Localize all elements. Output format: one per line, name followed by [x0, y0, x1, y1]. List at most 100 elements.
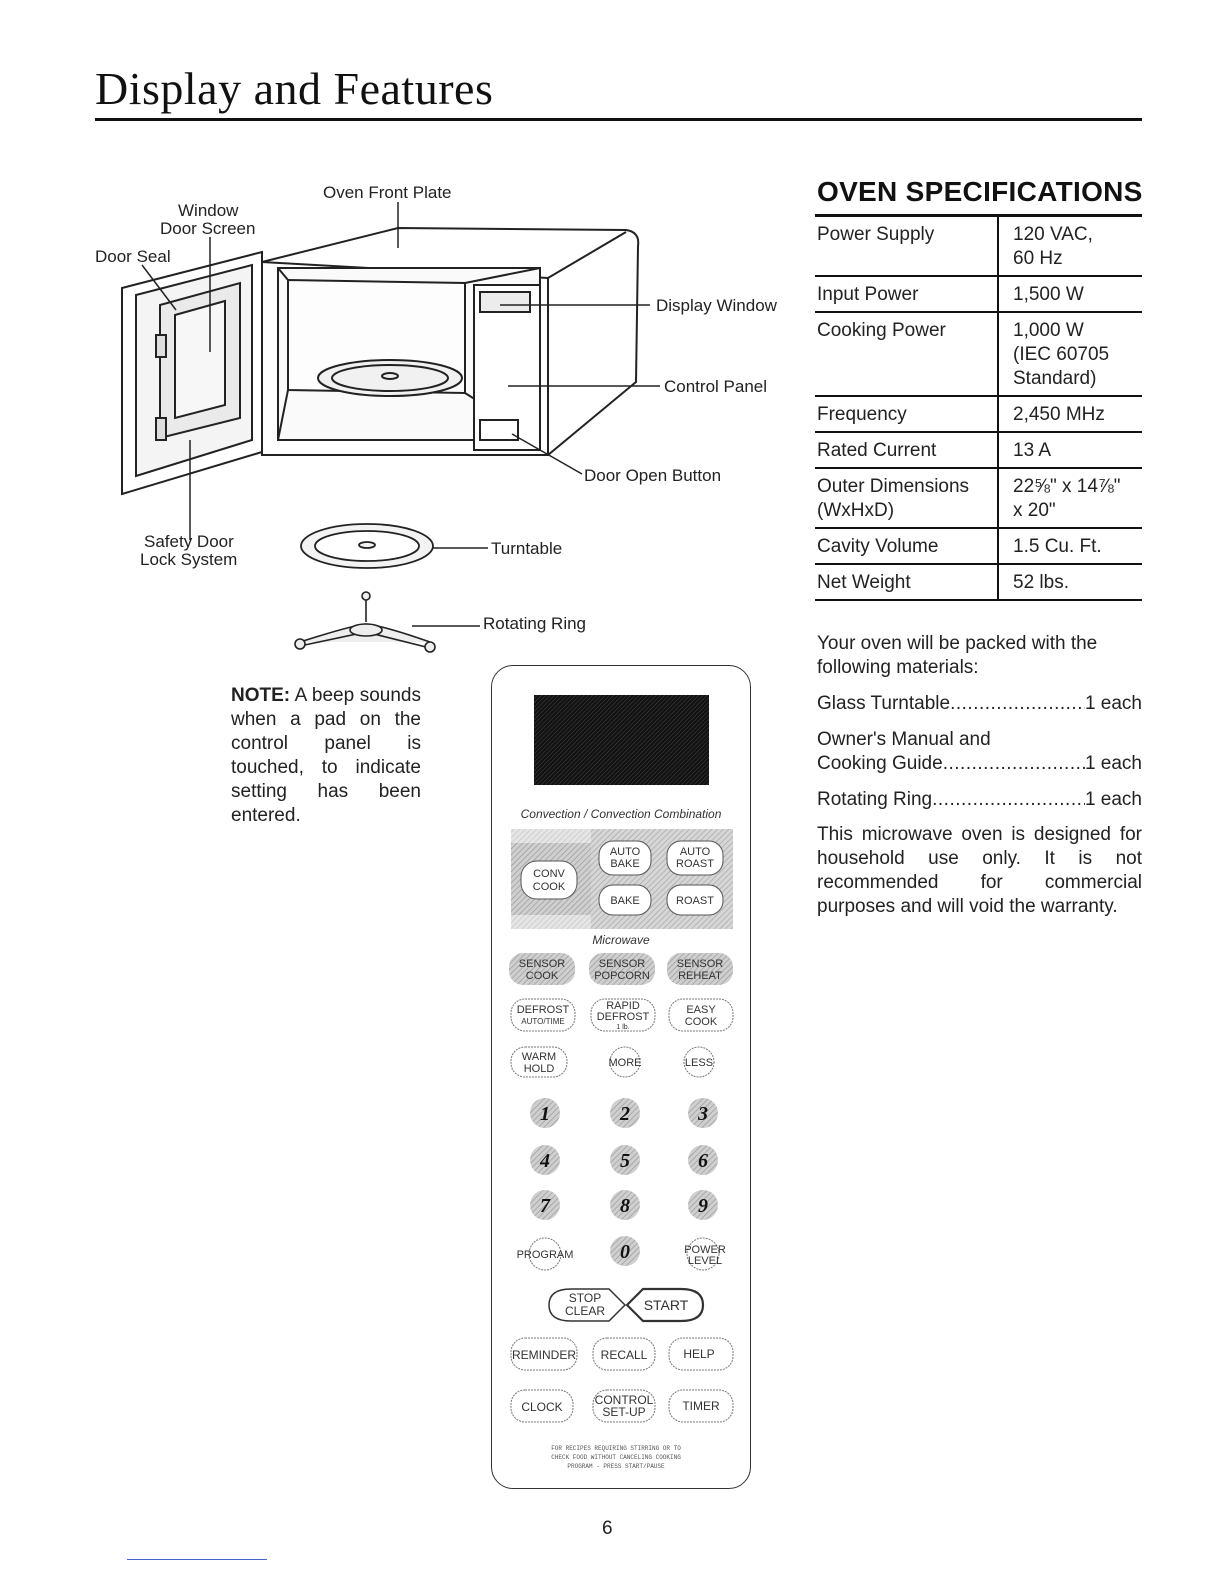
control-panel-pads: Convection / Convection Combination CONV…	[509, 695, 734, 1470]
label-door-screen: Door Screen	[160, 219, 256, 238]
svg-text:FOR RECIPES REQUIRING STIRRING: FOR RECIPES REQUIRING STIRRING OR TO	[551, 1445, 681, 1452]
recall-button	[592, 1337, 656, 1371]
auto-bake-button	[598, 840, 652, 876]
bake-label: BAKE	[610, 895, 639, 907]
svg-text:WARM: WARM	[522, 1051, 556, 1063]
svg-text:1 lb.: 1 lb.	[616, 1024, 629, 1031]
roast-button	[666, 884, 724, 916]
start-button	[625, 1287, 705, 1323]
svg-text:CONTROL: CONTROL	[595, 1393, 654, 1407]
oven-door	[121, 250, 263, 496]
digit-4: 4	[539, 1150, 550, 1172]
svg-text:MORE: MORE	[609, 1057, 642, 1069]
spec-value: 13 A	[998, 432, 1142, 469]
svg-text:COOK: COOK	[526, 970, 559, 982]
oven-body	[261, 226, 640, 456]
conv-cook-button	[520, 860, 578, 900]
digit-2: 2	[619, 1103, 630, 1125]
reminder-button	[510, 1337, 578, 1371]
auto-roast-label-1: AUTO	[680, 846, 711, 858]
svg-text:SET-UP: SET-UP	[602, 1405, 645, 1419]
digit-8: 8	[620, 1195, 630, 1217]
spec-name: Cavity Volume	[815, 528, 999, 565]
more-button	[609, 1046, 641, 1078]
auto-roast-button	[666, 840, 724, 876]
label-safety-door: Safety Door	[144, 532, 234, 551]
label-control-panel: Control Panel	[664, 377, 768, 396]
note-label: NOTE:	[231, 685, 291, 706]
note-text: A beep sounds when a pad on the control …	[231, 685, 421, 826]
spec-name: Frequency	[815, 396, 999, 433]
packing-item-name: Glass Turntable	[817, 693, 951, 714]
control-setup-button	[592, 1389, 656, 1423]
svg-text:START: START	[644, 1297, 689, 1313]
turntable-part	[300, 523, 434, 569]
digit-7: 7	[540, 1195, 551, 1217]
page-title: Display and Features	[95, 63, 494, 114]
spec-name: Cooking Power	[815, 312, 999, 397]
svg-text:REMINDER: REMINDER	[512, 1348, 576, 1362]
svg-text:RECALL: RECALL	[601, 1348, 648, 1362]
help-button	[668, 1337, 734, 1371]
svg-text:LESS: LESS	[685, 1057, 713, 1069]
svg-text:PROGRAM: PROGRAM	[517, 1249, 574, 1261]
packing-item-qty: 1 each	[1084, 753, 1142, 774]
spec-value: 1,500 W	[998, 276, 1142, 313]
spec-row: Outer Dimensions (WxHxD)22⅝" x 14⅞" x 20…	[815, 468, 1142, 529]
auto-bake-label-2: BAKE	[610, 858, 639, 870]
svg-text:POWER: POWER	[684, 1244, 726, 1256]
spec-value: 120 VAC, 60 Hz	[998, 214, 1142, 277]
svg-text:PROGRAM - PRESS START/PAUSE: PROGRAM - PRESS START/PAUSE	[567, 1463, 665, 1470]
svg-text:POPCORN: POPCORN	[594, 970, 650, 982]
sensor-cook-button	[509, 953, 575, 985]
convection-section-label: Convection / Convection Combination	[521, 807, 722, 821]
sensor-reheat-button	[667, 953, 733, 985]
spec-value: 1,000 W (IEC 60705 Standard)	[998, 312, 1142, 397]
note: NOTE: A beep sounds when a pad on the co…	[231, 684, 421, 828]
spec-name: Net Weight	[815, 564, 999, 601]
packing-intro: Your oven will be packed with the follow…	[817, 633, 1098, 678]
page-number: 6	[602, 1518, 613, 1539]
svg-text:CLEAR: CLEAR	[565, 1304, 605, 1318]
svg-text:AUTO/TIME: AUTO/TIME	[521, 1017, 564, 1026]
label-rotating-ring: Rotating Ring	[483, 614, 587, 633]
power-level-button	[686, 1237, 720, 1271]
digit-0: 0	[620, 1241, 630, 1263]
packing-item-name: Rotating Ring	[817, 789, 933, 810]
spec-name: Input Power	[815, 276, 999, 313]
digit-6: 6	[698, 1150, 708, 1172]
label-lock-system: Lock System	[140, 550, 238, 569]
svg-text:CLOCK: CLOCK	[521, 1400, 562, 1414]
packing-item-ring: Rotating Ring1 each	[817, 788, 1142, 812]
packing-item-manual-line1: Owner's Manual and	[817, 729, 991, 750]
packing-item-turntable: Glass Turntable1 each	[817, 692, 1142, 716]
auto-bake-label-1: AUTO	[610, 846, 641, 858]
svg-text:SENSOR: SENSOR	[599, 958, 646, 970]
oven-diagram	[121, 202, 660, 653]
spec-name: Outer Dimensions (WxHxD)	[815, 468, 999, 529]
title-rule	[95, 118, 1142, 121]
svg-text:RAPID: RAPID	[606, 1000, 640, 1012]
digit-pads	[530, 1098, 718, 1266]
program-button	[528, 1237, 562, 1271]
spec-value: 22⅝" x 14⅞" x 20"	[998, 468, 1142, 529]
label-door-seal: Door Seal	[95, 247, 171, 266]
bake-button	[598, 884, 652, 916]
digit-1: 1	[540, 1103, 550, 1125]
packing-disclaimer: This microwave oven is designed for hous…	[817, 824, 1142, 917]
svg-text:STOP: STOP	[569, 1291, 601, 1305]
roast-label: ROAST	[676, 895, 714, 907]
svg-text:CHECK FOOD WITHOUT CANCELING C: CHECK FOOD WITHOUT CANCELING COOKING	[551, 1454, 681, 1461]
auto-roast-label-2: ROAST	[676, 858, 714, 870]
spec-value: 1.5 Cu. Ft.	[998, 528, 1142, 565]
microwave-section-label: Microwave	[592, 933, 650, 947]
label-oven-front-plate: Oven Front Plate	[323, 183, 452, 202]
svg-text:DEFROST: DEFROST	[597, 1011, 650, 1023]
sensor-popcorn-button	[589, 953, 655, 985]
defrost-button	[510, 998, 576, 1032]
